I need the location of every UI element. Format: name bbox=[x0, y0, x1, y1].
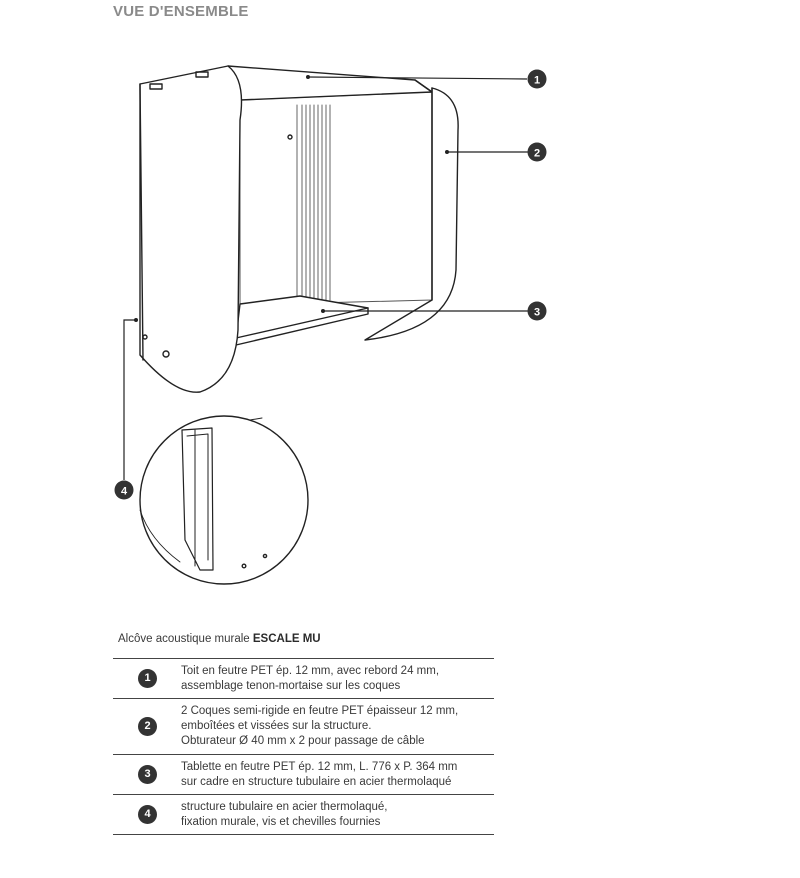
callout-3: 3 bbox=[527, 301, 547, 321]
spec-text-3: Tablette en feutre PET ép. 12 mm, L. 776… bbox=[181, 755, 457, 795]
spec-line: 2 Coques semi-rigide en feutre PET épais… bbox=[181, 705, 459, 717]
spec-line: Obturateur Ø 40 mm x 2 pour passage de c… bbox=[181, 735, 425, 747]
spec-row-3: 3 Tablette en feutre PET ép. 12 mm, L. 7… bbox=[113, 755, 494, 795]
callout-3-label: 3 bbox=[534, 307, 540, 319]
roof-panel bbox=[227, 65, 433, 101]
spec-text-1: Toit en feutre PET ép. 12 mm, avec rebor… bbox=[181, 659, 439, 699]
spec-line: assemblage tenon-mortaise sur les coques bbox=[181, 679, 401, 692]
spec-line: sur cadre en structure tubulaire en acie… bbox=[181, 775, 452, 788]
caption-prefix: Alcôve acoustique murale bbox=[118, 633, 253, 645]
back-ribs bbox=[296, 104, 331, 301]
product-caption: Alcôve acoustique murale ESCALE MU bbox=[118, 633, 321, 645]
leader-line-1 bbox=[307, 76, 528, 80]
callout-4: 4 bbox=[114, 480, 134, 500]
spec-line: fixation murale, vis et chevilles fourni… bbox=[181, 815, 381, 828]
callout-4-label: 4 bbox=[121, 486, 128, 498]
page-heading: VUE D'ENSEMBLE bbox=[113, 3, 249, 20]
detail-circle bbox=[139, 415, 309, 585]
spec-line: Tablette en feutre PET ép. 12 mm, L. 776… bbox=[181, 760, 458, 773]
spec-table: 1 Toit en feutre PET ép. 12 mm, avec reb… bbox=[113, 658, 494, 835]
shelf bbox=[235, 295, 369, 346]
leader-line-4 bbox=[123, 319, 136, 480]
spec-text-2: 2 Coques semi-rigide en feutre PET épais… bbox=[181, 699, 458, 754]
spec-badge-1: 1 bbox=[138, 669, 157, 688]
alcove-diagram: 1 2 3 4 bbox=[114, 65, 547, 585]
callout-2: 2 bbox=[527, 142, 547, 162]
callout-2-label: 2 bbox=[534, 148, 540, 160]
spec-row-4: 4 structure tubulaire en acier thermolaq… bbox=[113, 795, 494, 835]
callout-1: 1 bbox=[527, 69, 547, 89]
spec-badge-2: 2 bbox=[138, 717, 157, 736]
spec-line: emboîtées et vissées sur la structure. bbox=[181, 720, 372, 732]
spec-badge-3: 3 bbox=[138, 765, 157, 784]
spec-text-4: structure tubulaire en acier thermolaqué… bbox=[181, 795, 387, 835]
spec-badge-4: 4 bbox=[138, 805, 157, 824]
spec-row-1: 1 Toit en feutre PET ép. 12 mm, avec reb… bbox=[113, 659, 494, 699]
spec-line: structure tubulaire en acier thermolaqué… bbox=[181, 800, 388, 813]
left-shell bbox=[139, 65, 293, 393]
callout-1-label: 1 bbox=[534, 75, 540, 87]
spec-line: Toit en feutre PET ép. 12 mm, avec rebor… bbox=[181, 664, 440, 677]
back-panel bbox=[239, 91, 433, 306]
right-shell bbox=[364, 87, 459, 341]
spec-row-2: 2 2 Coques semi-rigide en feutre PET épa… bbox=[113, 699, 494, 755]
product-name: ESCALE MU bbox=[252, 633, 321, 645]
